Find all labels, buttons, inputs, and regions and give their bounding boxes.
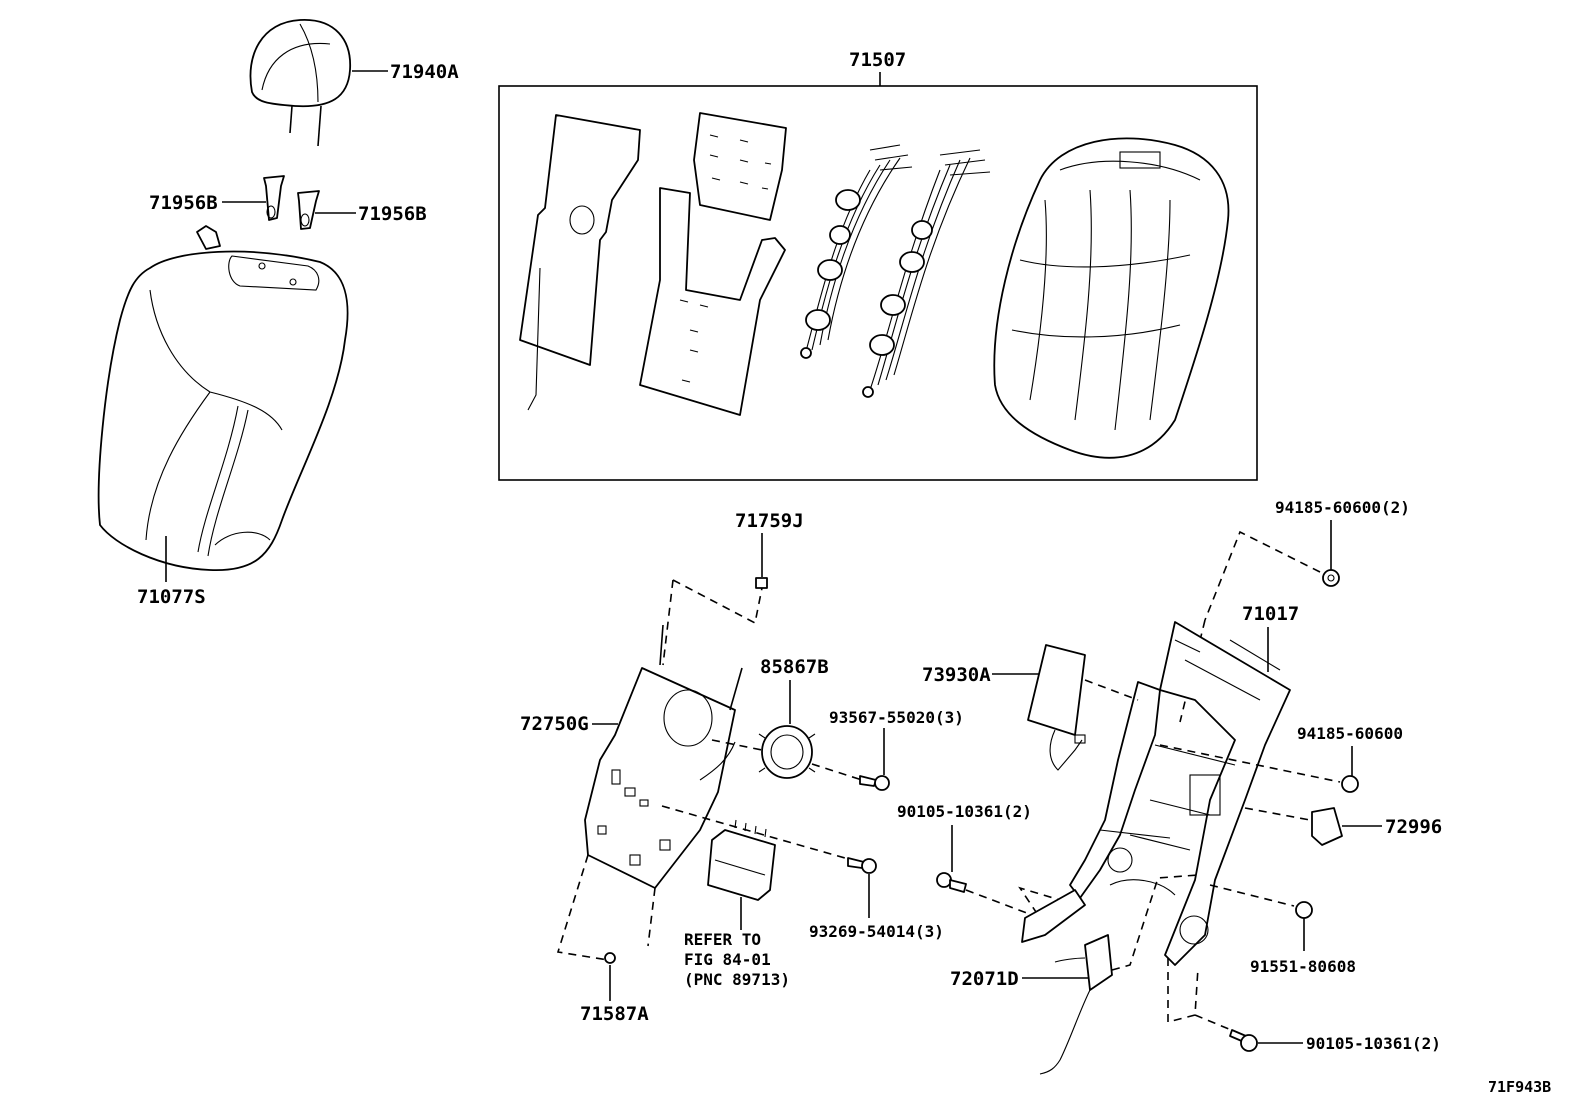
seatback-pad-drawing: [993, 137, 1230, 459]
dash-screw-b: [661, 805, 853, 861]
label-clip-top: 71759J: [735, 510, 804, 532]
label-nut-a: 94185-60600(2): [1275, 498, 1410, 517]
label-recliner: 72071D: [950, 968, 1019, 990]
label-module: 73930A: [922, 664, 991, 686]
dash-sensor-a: [711, 739, 763, 751]
label-nut-c: 91551-80608: [1250, 957, 1356, 976]
cover-small-drawing: [1311, 807, 1343, 846]
label-screw-a: 93567-55020(3): [829, 708, 964, 727]
bolt-b-drawing: [1229, 1029, 1258, 1052]
label-guide-left: 71956B: [149, 192, 218, 214]
frame-drawing: [1069, 621, 1291, 966]
guide-left-drawing: [263, 175, 285, 221]
nut-b-drawing: [1341, 775, 1359, 793]
dash-nut-a-a: [1204, 530, 1321, 621]
pad-sheet-drawing: [639, 112, 787, 416]
guide-right-drawing: [297, 190, 320, 230]
dash-plate-top: [662, 579, 674, 666]
dash-clip-bottom-b: [647, 887, 656, 947]
harness-left-drawing: [800, 144, 913, 359]
dash-clip-top: [672, 579, 763, 625]
label-guide-right: 71956B: [358, 203, 427, 225]
clip-bottom-drawing: [604, 952, 616, 964]
refer-line-3: (PNC 89713): [684, 970, 790, 989]
label-nut-b: 94185-60600: [1297, 724, 1403, 743]
ecu-drawing: [707, 819, 776, 901]
headrest-drawing: [249, 19, 351, 147]
dash-recliner: [1111, 874, 1199, 971]
screw-a-drawing: [859, 775, 890, 791]
label-cover-plate: 72750G: [520, 713, 589, 735]
dash-module: [1084, 679, 1139, 701]
sensor-part-drawing: [758, 725, 816, 779]
dash-clip-bottom-a: [556, 854, 609, 961]
nut-c-drawing: [1295, 901, 1313, 919]
label-sensor-part: 85867B: [760, 656, 829, 678]
pad-assembly-box: [498, 85, 1258, 481]
label-bolt-b: 90105-10361(2): [1306, 1034, 1441, 1053]
label-screw-b: 93269-54014(3): [809, 922, 944, 941]
label-headrest: 71940A: [390, 61, 459, 83]
dash-bolt-b-b: [1194, 1014, 1237, 1033]
module-drawing: [1027, 644, 1086, 771]
figure-code: 71F943B: [1488, 1078, 1551, 1096]
label-cover: 71077S: [137, 586, 206, 608]
dash-bolt-b-a: [1167, 958, 1199, 1024]
heater-sheet-drawing: [519, 114, 641, 411]
dash-nut-c: [1209, 884, 1295, 907]
harness-right-drawing: [862, 149, 991, 398]
recliner-drawing: [1039, 934, 1113, 1075]
bolt-a-drawing: [936, 872, 967, 893]
label-cover-small: 72996: [1385, 816, 1442, 838]
bracket-drawing: [1021, 889, 1086, 943]
label-bolt-a: 90105-10361(2): [897, 802, 1032, 821]
seatback-cover-drawing: [97, 225, 349, 571]
screw-b-drawing: [847, 857, 877, 874]
dash-nut-b: [1159, 744, 1341, 783]
cover-plate-drawing: [584, 624, 743, 889]
clip-top-drawing: [755, 577, 768, 589]
refer-line-2: FIG 84-01: [684, 950, 771, 969]
dash-cover-small: [1244, 807, 1311, 821]
label-pad-assembly: 71507: [849, 49, 906, 71]
refer-line-1: REFER TO: [684, 930, 761, 949]
dash-sensor-b: [811, 763, 863, 781]
nut-a-drawing: [1322, 569, 1340, 587]
label-frame: 71017: [1242, 603, 1299, 625]
label-clip-bottom: 71587A: [580, 1003, 649, 1025]
